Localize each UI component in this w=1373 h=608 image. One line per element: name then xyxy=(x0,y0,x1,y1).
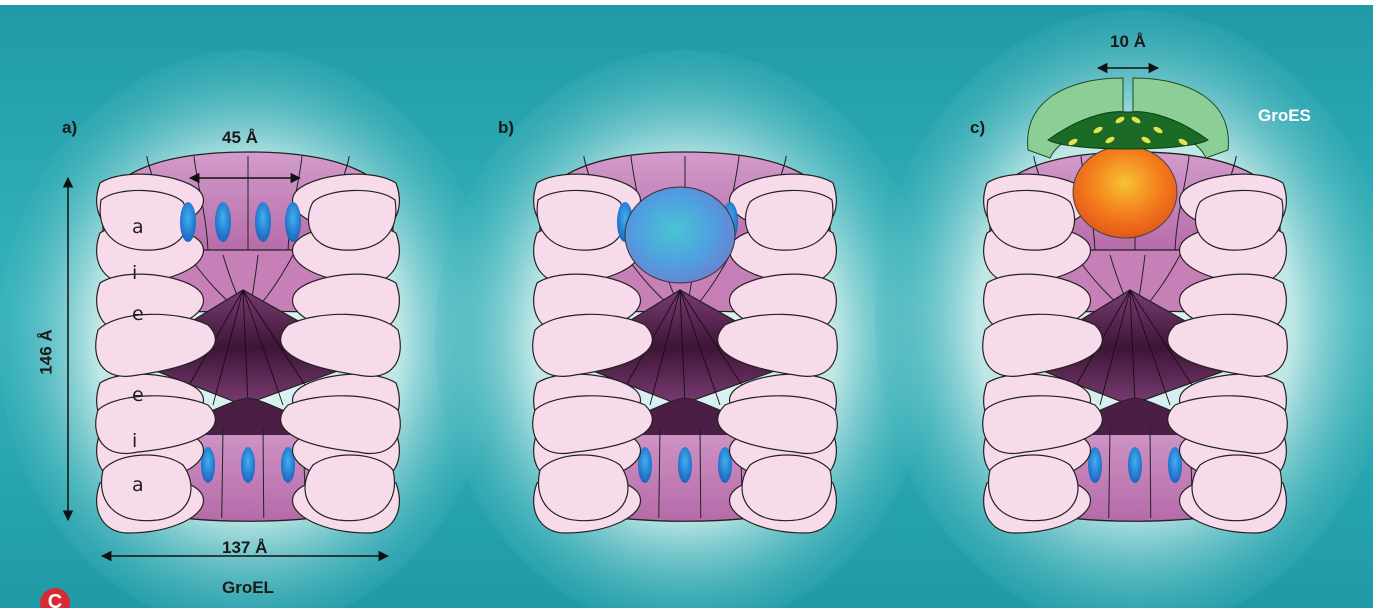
substrate-protein-c xyxy=(1073,146,1177,238)
groel-name: GroEL xyxy=(222,578,274,598)
domain-letter-equatorial-top: e xyxy=(132,303,144,325)
domain-letter-intermediate-bottom: i xyxy=(132,430,137,452)
panel-label-b: b) xyxy=(498,118,514,138)
panel-label-c: c) xyxy=(970,118,985,138)
panel-label-a: a) xyxy=(62,118,77,138)
width-label: 137 Å xyxy=(222,538,267,558)
lower-blue-domain xyxy=(1128,447,1142,483)
groes-gap-label: 10 Å xyxy=(1110,32,1146,52)
top-border xyxy=(0,0,1373,5)
top-opening-label: 45 Å xyxy=(222,128,258,148)
height-label: 146 Å xyxy=(37,329,57,374)
left-apical-bottom xyxy=(101,455,190,521)
right-apical-bottom xyxy=(305,455,394,521)
upper-blue-domain xyxy=(285,202,301,242)
lower-blue-domain xyxy=(241,447,255,483)
domain-letter-apical-top: a xyxy=(132,216,144,238)
substrate-protein-b xyxy=(625,187,735,283)
domain-letter-apical-bottom: a xyxy=(132,474,144,496)
upper-blue-domain xyxy=(180,202,196,242)
right-apical-bottom xyxy=(1192,455,1281,521)
groes-name: GroES xyxy=(1258,106,1311,126)
lower-blue-domain xyxy=(678,447,692,483)
domain-letter-equatorial-bottom: e xyxy=(132,384,144,406)
domain-letter-intermediate-top: i xyxy=(132,262,137,284)
right-apical-bottom xyxy=(742,455,831,521)
upper-blue-domain xyxy=(215,202,231,242)
left-apical-bottom xyxy=(538,455,627,521)
upper-blue-domain xyxy=(255,202,271,242)
left-apical-bottom xyxy=(988,455,1077,521)
